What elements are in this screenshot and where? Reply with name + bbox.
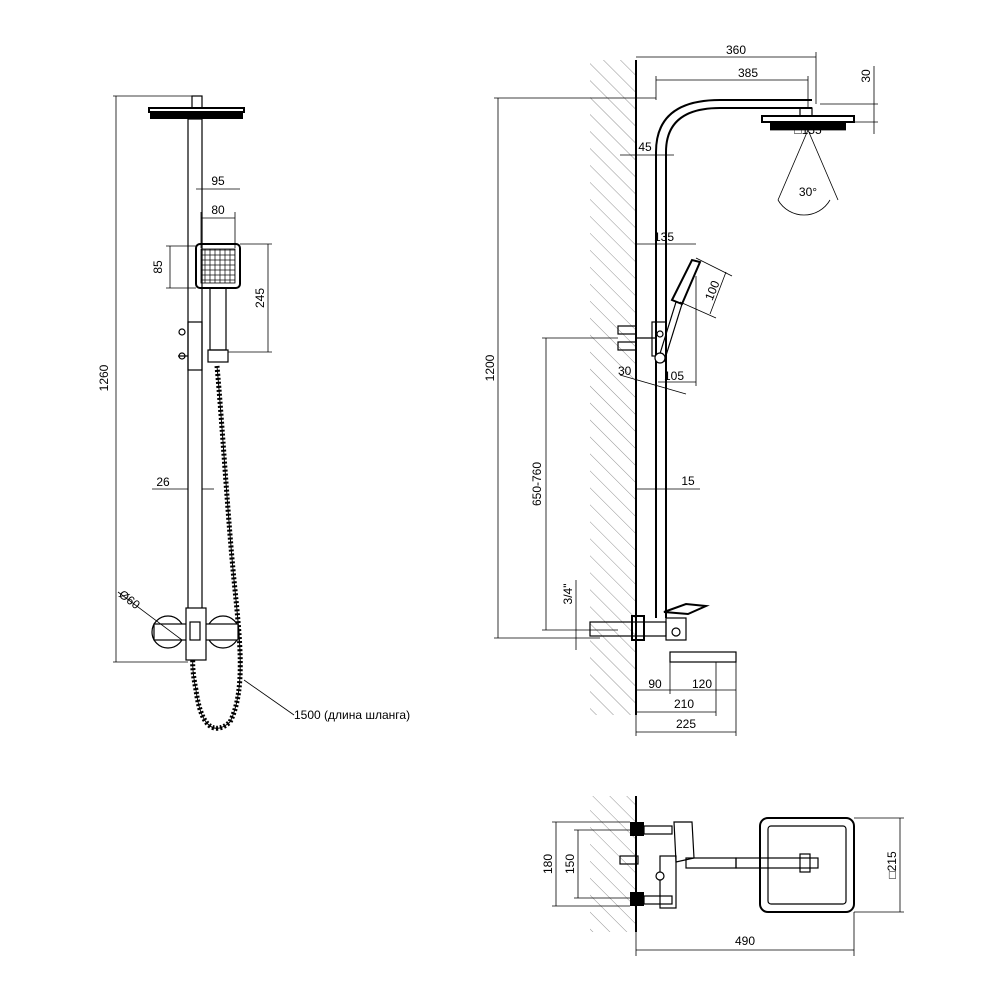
dim-total-height-label: 1260 <box>97 364 111 391</box>
shower-hose <box>190 365 243 731</box>
side-mixer <box>589 602 737 663</box>
dim-head-width-label: 95 <box>211 174 225 188</box>
dim-diameter-label: Ø60 <box>116 587 143 612</box>
riser-bar <box>187 118 203 660</box>
top-view: 180 150 □215 490 <box>541 796 904 956</box>
dim-arm-reach-label: 360 <box>726 43 746 57</box>
dim-mixer-span-label: 650-760 <box>530 462 544 506</box>
top-fittings <box>619 821 819 909</box>
dim-mixer-depth-label: 90 <box>648 677 662 691</box>
dim-head-thickness-label: 30 <box>859 69 873 83</box>
riser-with-arm <box>655 99 813 618</box>
dim-handheld-reach-label: 135 <box>654 230 674 244</box>
dim-total-depth-label: 490 <box>735 934 755 948</box>
dim-handheld-offset-label: 105 <box>664 369 684 383</box>
dim-spout-reach-label: 210 <box>674 697 694 711</box>
wall-section-side <box>590 60 636 715</box>
dim-head-height-label: 85 <box>151 260 165 274</box>
overhead-shower-head <box>148 95 245 119</box>
dim-arm-length-label: 385 <box>738 66 758 80</box>
wall-outlets <box>617 325 656 351</box>
dim-top-head-size-label: □215 <box>885 851 899 879</box>
dim-bar-height-label: 1200 <box>483 354 497 381</box>
side-head: 30° <box>761 115 855 216</box>
dim-handheld-angle-label: 30 <box>618 364 632 378</box>
mixer-body <box>151 607 240 661</box>
hose-length-label: 1500 (длина шланга) <box>294 708 410 722</box>
thread-size-label: 3/4" <box>561 584 575 605</box>
spray-angle-label: 30° <box>799 185 817 199</box>
dim-handheld-size-label: 100 <box>702 278 723 302</box>
dimension-1260: 1260 <box>97 95 192 663</box>
dim-outer-span-label: 180 <box>541 854 555 874</box>
dim-bar-gap-label: 26 <box>156 475 170 489</box>
dim-spout-length-label: 120 <box>692 677 712 691</box>
front-view: 1260 95 80 85 245 26 Ø60 1500 (длина шла… <box>97 95 410 731</box>
diverter-knob <box>178 321 203 371</box>
top-head <box>759 817 855 913</box>
dim-inner-span-label: 150 <box>563 854 577 874</box>
dim-head-size-label: □155 <box>794 123 822 137</box>
side-view: 30° 360 <box>483 43 878 736</box>
dim-bar-offset-label: 45 <box>638 140 652 154</box>
dim-head-inner-label: 80 <box>211 203 225 217</box>
side-handheld <box>651 258 702 364</box>
dim-wall-gap-label: 15 <box>681 474 695 488</box>
handheld-shower-head <box>195 243 241 363</box>
dim-holder-height-label: 245 <box>253 288 267 308</box>
dim-total-reach-label: 225 <box>676 717 696 731</box>
